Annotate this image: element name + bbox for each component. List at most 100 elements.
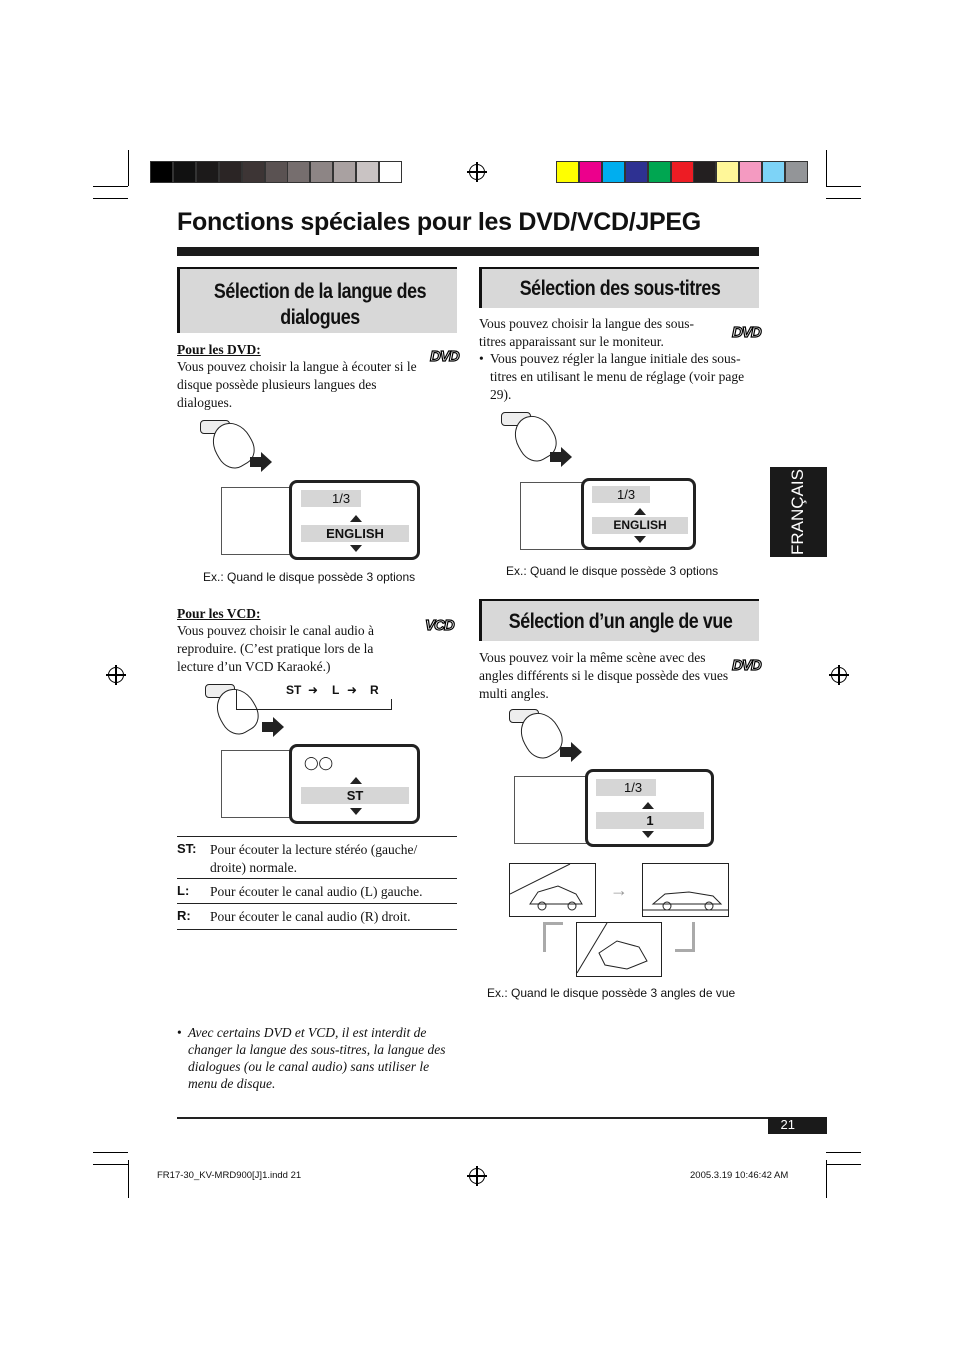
osd-fraction: 1/3 [332, 491, 351, 506]
dvd-label: Pour les DVD: [177, 342, 261, 357]
cycle-arrow-icon: ➜ [347, 683, 358, 697]
cycle-sequence: ST ➜ L ➜ R [264, 683, 392, 699]
color-swatch [172, 161, 196, 183]
caption-angle: Ex.: Quand le disque possède 3 angles de… [487, 986, 736, 1000]
angle-view-3-image [576, 922, 662, 977]
color-swatch [218, 161, 242, 183]
osd-fraction: 1/3 [617, 487, 636, 502]
arrow-right-icon [250, 452, 272, 472]
osd-value: ENGLISH [613, 518, 667, 532]
down-arrow-icon [642, 831, 654, 838]
crop-mark [93, 1164, 128, 1165]
registration-mark-icon [829, 665, 849, 685]
subtitle-osd-panel: … 1/3 ENGLISH [581, 478, 696, 550]
rule [177, 929, 457, 930]
subtitles-bullet: Vous pouvez régler la langue initiale de… [490, 351, 745, 402]
color-swatch [310, 161, 334, 183]
angle-description: Vous pouvez voir la même scène avec des … [479, 650, 729, 701]
cycle-arrow-icon [543, 922, 563, 952]
crop-mark [826, 150, 827, 186]
color-swatch [716, 161, 740, 183]
dvd-badge-icon: DVD [731, 323, 762, 341]
vcd-badge-icon: VCD [424, 616, 455, 634]
def-key-st: ST: [177, 841, 197, 856]
footer-timestamp: 2005.3.19 10:46:42 AM [690, 1170, 789, 1181]
cycle-r: R [370, 683, 379, 697]
def-text-st: Pour écouter la lecture stéréo (gauche/ … [210, 842, 418, 875]
up-arrow-icon [350, 777, 362, 784]
color-swatch [379, 161, 402, 183]
crop-mark [93, 1152, 128, 1153]
section-heading-dialogue: Sélection de la langue des dialogues [177, 267, 457, 333]
rule [177, 903, 457, 904]
vcd-osd-panel: ◯◯ ST [289, 744, 420, 824]
crop-mark [93, 186, 128, 187]
crop-mark [826, 1160, 827, 1198]
note-bullet: • [177, 1025, 182, 1040]
rule [177, 878, 457, 879]
page-number: 21 [780, 1117, 795, 1132]
color-swatch [693, 161, 717, 183]
monitor-thumbnail [221, 487, 296, 555]
cycle-arrow-icon: ➜ [308, 683, 319, 697]
angle-view-1-image [509, 863, 596, 917]
color-swatch [624, 161, 648, 183]
osd-value: ENGLISH [326, 526, 384, 541]
crop-mark [826, 1152, 861, 1153]
color-swatch [670, 161, 694, 183]
rule [177, 836, 457, 837]
dvd-description: Vous pouvez choisir la langue à écouter … [177, 359, 417, 410]
angle-osd-panel: 🎥 1/3 1 [585, 769, 714, 847]
language-tab-label: FRANÇAIS [788, 469, 807, 555]
down-arrow-icon [634, 536, 646, 543]
page-title: Fonctions spéciales pour les DVD/VCD/JPE… [177, 208, 701, 236]
angle-view-2-image [642, 863, 729, 917]
color-swatch [739, 161, 763, 183]
color-swatch [264, 161, 288, 183]
caption-subtitles: Ex.: Quand le disque possède 3 options [506, 564, 719, 578]
color-swatch [601, 161, 625, 183]
crop-mark [128, 150, 129, 186]
crop-mark [128, 1160, 129, 1198]
arrow-right-icon [262, 717, 284, 737]
cycle-l: L [332, 683, 340, 697]
registration-mark-icon [467, 162, 487, 182]
crop-mark [93, 198, 128, 199]
cycle-loop [236, 690, 392, 710]
def-text-r: Pour écouter le canal audio (R) droit. [210, 909, 411, 924]
down-arrow-icon [350, 808, 362, 815]
car-icon [643, 891, 728, 911]
crop-mark [826, 186, 861, 187]
up-arrow-icon [642, 802, 654, 809]
down-arrow-icon [350, 545, 362, 552]
cycle-st: ST [286, 683, 302, 697]
monitor-thumbnail [514, 776, 591, 844]
subtitles-description: Vous pouvez choisir la langue des sous-t… [479, 316, 694, 349]
def-key-r: R: [177, 908, 191, 923]
footer-filename: FR17-30_KV-MRD900[J]1.indd 21 [157, 1170, 302, 1181]
vcd-label: Pour les VCD: [177, 606, 261, 621]
crop-mark [826, 1164, 861, 1165]
footer-rule [177, 1117, 827, 1119]
color-swatch [556, 161, 579, 183]
color-swatch [356, 161, 380, 183]
up-arrow-icon [634, 508, 646, 515]
subtitles-bullet-mark: • [479, 351, 484, 366]
arrow-right-icon [560, 742, 582, 762]
color-swatch [578, 161, 602, 183]
color-swatch [647, 161, 671, 183]
color-swatch [287, 161, 311, 183]
note-text: Avec certains DVD et VCD, il est interdi… [188, 1025, 446, 1091]
color-swatch [785, 161, 808, 183]
osd-value: 1 [646, 813, 654, 828]
page-number-tab: 21 [768, 1117, 827, 1134]
dvd-badge-icon: DVD [429, 347, 460, 365]
monitor-thumbnail [221, 750, 296, 818]
language-tab: FRANÇAIS [770, 467, 827, 557]
osd-value: ST [346, 788, 364, 803]
car-icon [510, 864, 583, 911]
title-rule [177, 247, 759, 256]
color-swatch [150, 161, 173, 183]
audio-osd-panel: ◯◯ 1/3 ENGLISH [289, 480, 420, 560]
section-heading-angle-text: Sélection d’un angle de vue [508, 610, 733, 633]
